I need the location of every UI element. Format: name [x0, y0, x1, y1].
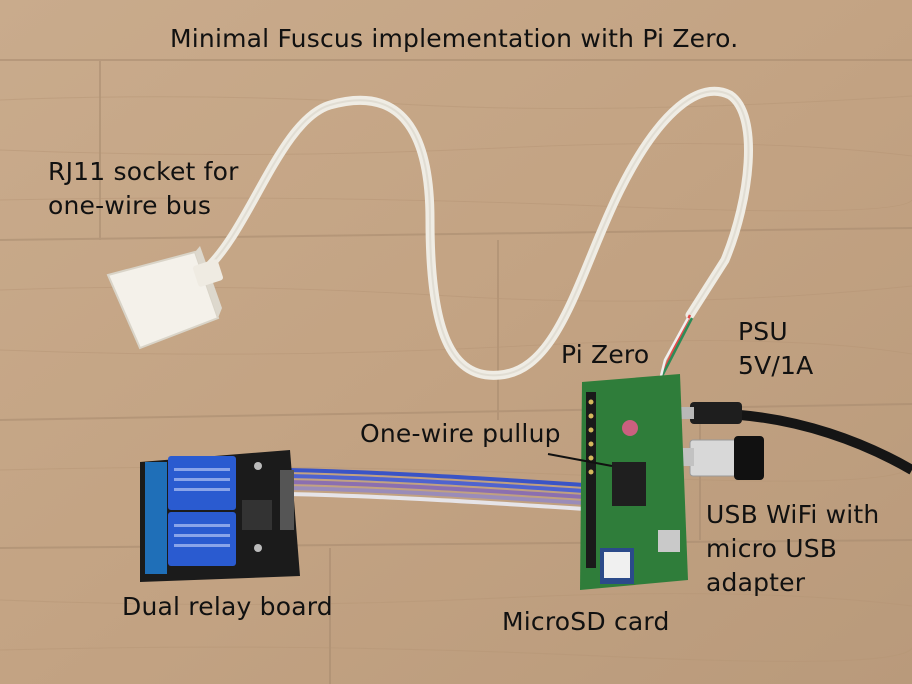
relay-board-label: Dual relay board — [122, 592, 333, 621]
usb-wifi-label: USB WiFi with micro USB adapter — [706, 498, 879, 600]
rj11-label-line2: one-wire bus — [48, 191, 212, 220]
photo-title: Minimal Fuscus implementation with Pi Ze… — [170, 24, 739, 53]
rj11-label-line1: RJ11 socket for — [48, 157, 239, 186]
rj11-label: RJ11 socket for one-wire bus — [48, 155, 239, 223]
pullup-pointer — [547, 453, 613, 467]
psu-label-line1: PSU — [738, 317, 788, 346]
usb-wifi-adapter — [680, 436, 764, 480]
psu-label-line2: 5V/1A — [738, 351, 814, 380]
pullup-label: One-wire pullup — [360, 419, 561, 448]
pi-zero-board — [580, 374, 688, 590]
relay-board — [140, 450, 300, 582]
power-plug — [690, 402, 742, 424]
power-cable — [739, 410, 912, 475]
usb-wifi-label-line2: micro USB — [706, 534, 838, 563]
raspberry-logo — [622, 420, 638, 436]
pi-zero-label: Pi Zero — [561, 340, 650, 369]
usb-wifi-label-line1: USB WiFi with — [706, 500, 880, 529]
microsd-label: MicroSD card — [502, 607, 670, 636]
usb-wifi-label-line3: adapter — [706, 568, 806, 597]
ribbon-cable — [287, 468, 601, 512]
wood-grain — [0, 95, 912, 662]
psu-label: PSU 5V/1A — [738, 315, 813, 383]
rj11-socket — [106, 246, 223, 350]
